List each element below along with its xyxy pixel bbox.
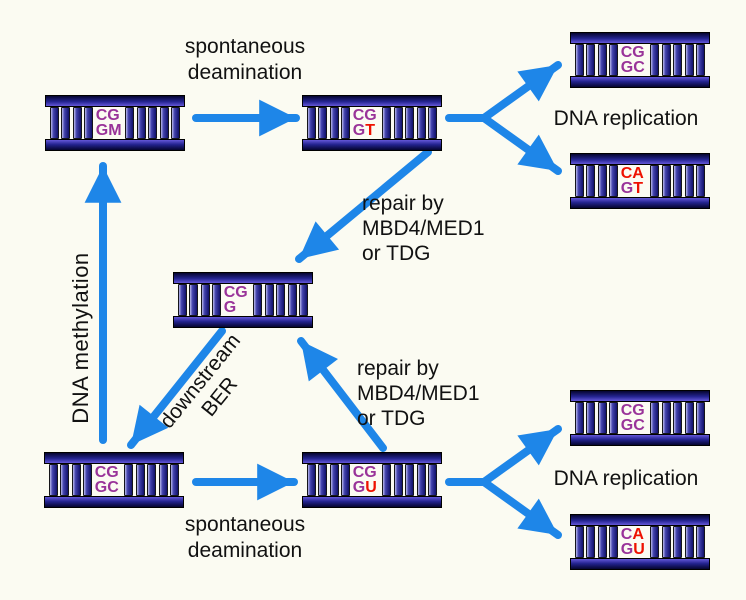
- dna-duplex-ca-gt-mutation: CA GT: [570, 153, 710, 209]
- label-line: DNA methylation: [68, 252, 93, 424]
- dna-duplex-cg-restored-bottom: CG GC: [570, 390, 710, 446]
- label-line: DNA replication: [553, 467, 699, 490]
- base-letters: CG GT: [352, 107, 377, 139]
- label-line: MBD4/MED1: [362, 217, 485, 240]
- fork-branch-down: [480, 114, 562, 175]
- label-dna-replication-bottom: DNA replication: [536, 466, 716, 492]
- base-letters: CG GC: [94, 464, 119, 496]
- dna-duplex-ca-gu-mutation: CA GU: [570, 514, 710, 570]
- dna-strand-top: [173, 272, 313, 284]
- dna-duplex-tg-mismatch: CG GT: [302, 95, 442, 151]
- dna-strand-top: [570, 153, 710, 165]
- label-spontaneous-deamination-bottom: spontaneous deamination: [160, 512, 330, 564]
- label-line: DNA replication: [553, 107, 699, 130]
- dna-strand-bottom: [570, 76, 710, 88]
- label-line: MBD4/MED1: [357, 382, 480, 405]
- dna-duplex-gu-mismatch: CG GU: [302, 452, 442, 508]
- base-letters: CG G: [223, 284, 248, 316]
- base-letters: CA GU: [620, 526, 645, 558]
- base-letters: CG GM: [95, 107, 122, 139]
- ber-arrow: [127, 327, 226, 449]
- repair-arrow-bottom: [297, 337, 387, 452]
- fork-branch-up: [480, 425, 562, 486]
- dna-strand-bottom: [44, 496, 184, 508]
- base-letters: CG GC: [620, 402, 645, 434]
- dna-strand-bottom: [570, 434, 710, 446]
- dna-duplex-unmethylated-cg: CG GC: [44, 452, 184, 508]
- dna-strand-top: [302, 95, 442, 107]
- dna-strand-bottom: [302, 496, 442, 508]
- replication-fork-top: [445, 61, 562, 175]
- dna-strand-top: [44, 452, 184, 464]
- base-letters: CG GU: [352, 464, 377, 496]
- dna-duplex-methylated-cg-gm: CG GM: [45, 95, 185, 151]
- dna-strand-top: [570, 390, 710, 402]
- base-pair-rungs: CG GC: [571, 402, 709, 434]
- arrow-shaft: [295, 148, 432, 263]
- dna-strand-bottom: [45, 139, 185, 151]
- base-pair-rungs: CG GM: [46, 107, 184, 139]
- replication-fork-bottom: [445, 425, 562, 539]
- dna-strand-bottom: [302, 139, 442, 151]
- label-line: or TDG: [362, 242, 431, 265]
- label-dna-methylation: DNA methylation: [68, 228, 94, 448]
- dna-strand-bottom: [570, 197, 710, 209]
- dna-strand-top: [570, 32, 710, 44]
- base-pair-rungs: CG GU: [303, 464, 441, 496]
- dna-duplex-cg-restored-top: CG GC: [570, 32, 710, 88]
- base-pair-rungs: CG GC: [571, 44, 709, 76]
- label-repair-top: repair by MBD4/MED1 or TDG: [362, 191, 522, 266]
- base-pair-rungs: CA GT: [571, 165, 709, 197]
- label-line: repair by: [362, 192, 444, 215]
- base-pair-rungs: CA GU: [571, 526, 709, 558]
- label-repair-bottom: repair by MBD4/MED1 or TDG: [357, 356, 517, 431]
- dna-duplex-abasic-site: CG G: [173, 272, 313, 328]
- label-line: or TDG: [357, 407, 426, 430]
- dna-strand-top: [45, 95, 185, 107]
- dna-strand-top: [570, 514, 710, 526]
- label-line: deamination: [187, 61, 303, 84]
- base-pair-rungs: CG GC: [45, 464, 183, 496]
- arrow-shaft: [297, 337, 387, 452]
- repair-arrow-top: [295, 148, 432, 263]
- fork-branch-up: [480, 61, 562, 122]
- label-line: spontaneous: [184, 35, 306, 58]
- dna-strand-bottom: [173, 316, 313, 328]
- fork-branch-down: [480, 478, 562, 539]
- dna-strand-top: [302, 452, 442, 464]
- label-line: spontaneous: [184, 513, 306, 536]
- label-dna-replication-top: DNA replication: [536, 106, 716, 132]
- base-pair-rungs: CG G: [174, 284, 312, 316]
- arrow-shaft: [127, 327, 226, 449]
- base-pair-rungs: CG GT: [303, 107, 441, 139]
- label-line: deamination: [187, 539, 303, 562]
- label-line: repair by: [357, 357, 439, 380]
- base-letters: CA GT: [620, 165, 644, 197]
- label-spontaneous-deamination-top: spontaneous deamination: [160, 34, 330, 86]
- dna-strand-bottom: [570, 558, 710, 570]
- base-letters: CG GC: [620, 44, 645, 76]
